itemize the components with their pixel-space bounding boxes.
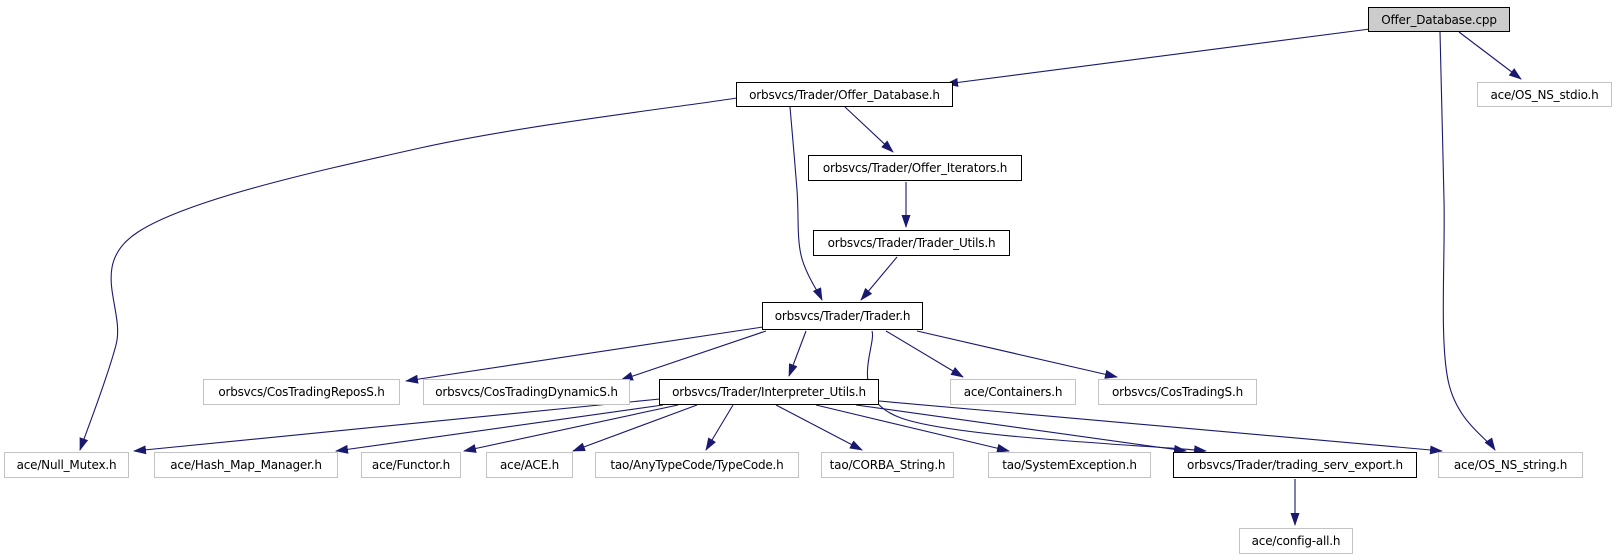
edge-trader-h-to-costradings-h: [916, 330, 1118, 379]
node-interpreter-utils-h[interactable]: orbsvcs/Trader/Interpreter_Utils.h: [659, 379, 879, 405]
edge-interpreter-utils-h-to-ace-h: [572, 404, 698, 452]
edge-interpreter-utils-h-to-corba-string-h: [775, 404, 863, 451]
edge-interpreter-utils-h-to-trading-serv-export-h: [855, 404, 1187, 454]
node-costrading-reposs-h[interactable]: orbsvcs/CosTradingReposS.h: [203, 379, 400, 405]
edge-offer-database-cpp-to-os-ns-stdio-h: [1458, 31, 1522, 80]
node-containers-h[interactable]: ace/Containers.h: [950, 379, 1076, 405]
node-trading-serv-export-h[interactable]: orbsvcs/Trader/trading_serv_export.h: [1173, 452, 1417, 478]
edge-offer-database-cpp-to-os-ns-string-h: [1439, 31, 1496, 451]
node-offer-iterators-h[interactable]: orbsvcs/Trader/Offer_Iterators.h: [808, 155, 1022, 181]
node-null-mutex-h[interactable]: ace/Null_Mutex.h: [4, 452, 129, 478]
edge-interpreter-utils-h-to-functor-h: [463, 404, 679, 453]
edge-offer-database-h-to-offer-iterators-h: [844, 106, 894, 153]
node-costrading-dynamics-h[interactable]: orbsvcs/CosTradingDynamicS.h: [423, 379, 630, 405]
edge-interpreter-utils-h-to-typecode-h: [705, 404, 734, 451]
edge-interpreter-utils-h-to-hash-map-manager-h: [335, 404, 664, 454]
node-costradings-h[interactable]: orbsvcs/CosTradingS.h: [1098, 379, 1257, 405]
node-config-all-h[interactable]: ace/config-all.h: [1239, 528, 1353, 554]
node-trader-h[interactable]: orbsvcs/Trader/Trader.h: [762, 302, 923, 330]
edge-trader-h-to-containers-h: [885, 330, 964, 378]
edge-interpreter-utils-h-to-system-exception-h: [815, 404, 1010, 453]
node-os-ns-string-h[interactable]: ace/OS_NS_string.h: [1438, 452, 1583, 478]
edge-trader-h-to-costrading-reposs-h: [405, 326, 764, 384]
node-system-exception-h[interactable]: tao/SystemException.h: [988, 452, 1151, 478]
edge-offer-database-h-to-trader-h: [789, 106, 823, 301]
node-typecode-h[interactable]: tao/AnyTypeCode/TypeCode.h: [595, 452, 799, 478]
edges-group: [79, 28, 1522, 526]
node-offer-database-cpp[interactable]: Offer_Database.cpp: [1368, 7, 1510, 32]
edge-trader-h-to-trading-serv-export-h: [866, 330, 1207, 455]
node-os-ns-stdio-h[interactable]: ace/OS_NS_stdio.h: [1477, 82, 1612, 107]
node-trader-utils-h[interactable]: orbsvcs/Trader/Trader_Utils.h: [813, 230, 1010, 256]
edge-interpreter-utils-h-to-null-mutex-h: [133, 398, 661, 455]
edge-trader-h-to-costrading-dynamics-h: [620, 330, 767, 381]
edge-interpreter-utils-h-to-os-ns-string-h: [878, 400, 1443, 455]
node-corba-string-h[interactable]: tao/CORBA_String.h: [821, 452, 954, 478]
node-offer-database-h[interactable]: orbsvcs/Trader/Offer_Database.h: [736, 82, 953, 107]
node-ace-h[interactable]: ace/ACE.h: [486, 452, 573, 478]
edge-offer-database-h-to-null-mutex-h: [79, 97, 738, 451]
edge-offer-database-cpp-to-offer-database-h: [945, 28, 1371, 87]
node-functor-h[interactable]: ace/Functor.h: [361, 452, 461, 478]
node-hash-map-manager-h[interactable]: ace/Hash_Map_Manager.h: [154, 452, 338, 478]
edge-trader-utils-h-to-trader-h: [860, 256, 898, 301]
edge-trader-h-to-interpreter-utils-h: [788, 330, 807, 377]
